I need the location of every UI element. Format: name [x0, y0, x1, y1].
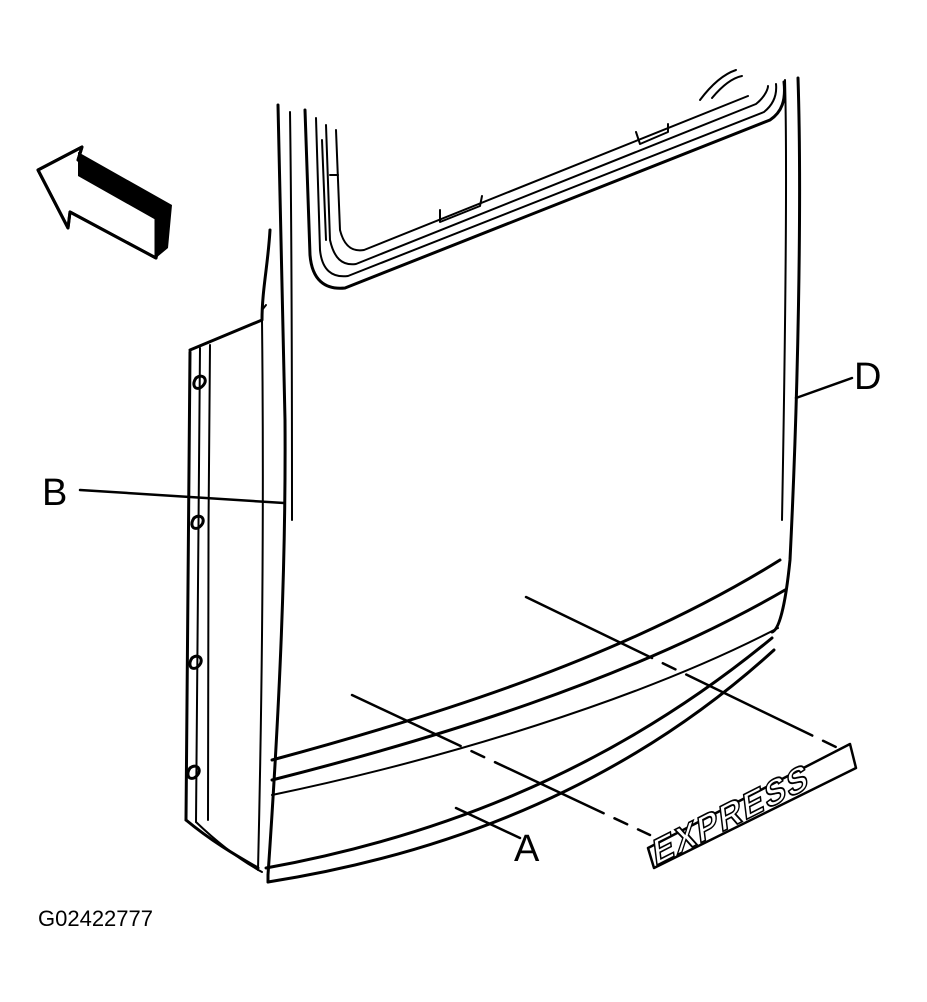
emblem-text: EXPRESS [651, 755, 811, 874]
leader-lines [78, 376, 854, 840]
door-panel [264, 69, 802, 884]
leader-line-a [454, 806, 522, 840]
retainer-clip-3 [188, 654, 203, 670]
express-emblem: EXPRESS [646, 742, 858, 875]
retainer-clip-4 [186, 764, 201, 780]
hinge-pillar [184, 228, 272, 873]
leader-line-d [794, 376, 854, 400]
emblem-centerline-left [350, 693, 652, 837]
callout-label-b: B [42, 472, 68, 514]
retainer-clip-2 [190, 514, 205, 530]
leader-line-b [78, 488, 286, 505]
callout-label-a: A [514, 828, 540, 870]
callout-label-d: D [854, 356, 882, 398]
retainer-clip-1 [192, 374, 207, 390]
emblem-centerline-right [524, 595, 840, 750]
figure-id: G02422777 [38, 906, 153, 931]
forward-direction-arrow [36, 145, 172, 260]
